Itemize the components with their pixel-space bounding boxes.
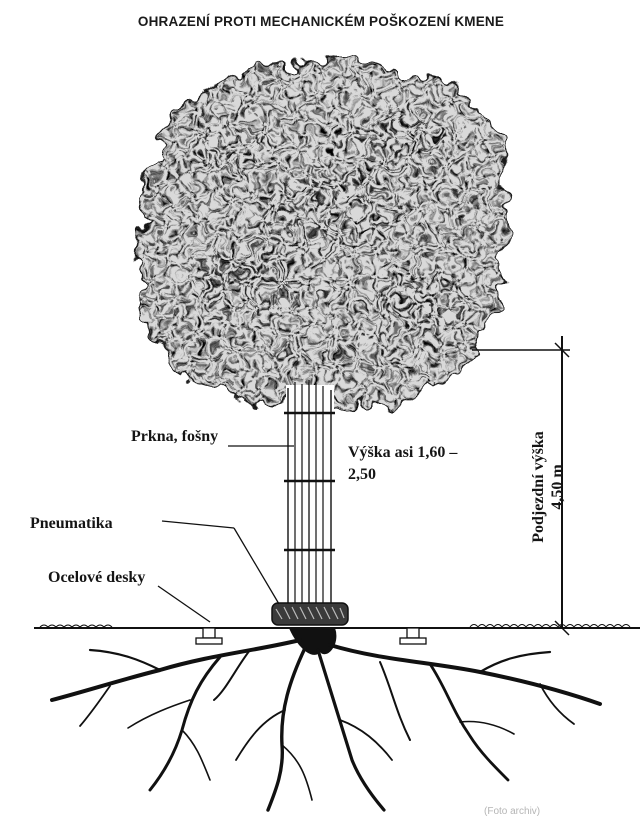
label-planks: Prkna, fošny	[131, 428, 218, 446]
label-steel-plates: Ocelové desky	[48, 569, 145, 587]
steel-plate-left	[196, 628, 222, 644]
leader-lines	[158, 446, 294, 622]
tree-crown	[135, 59, 510, 409]
label-clearance-line2: 4,50 m	[548, 431, 567, 543]
label-tire: Pneumatika	[30, 515, 113, 533]
tire	[272, 603, 348, 625]
roots	[52, 628, 600, 810]
image-credit: (Foto archiv)	[484, 806, 540, 817]
label-height: Výška asi 1,60 – 2,50	[348, 442, 478, 486]
steel-plate-right	[400, 628, 426, 644]
trunk-with-planks	[284, 380, 335, 610]
label-clearance-line1: Podjezdní výška	[529, 431, 548, 543]
label-clearance-height: Podjezdní výška 4,50 m	[529, 431, 567, 543]
